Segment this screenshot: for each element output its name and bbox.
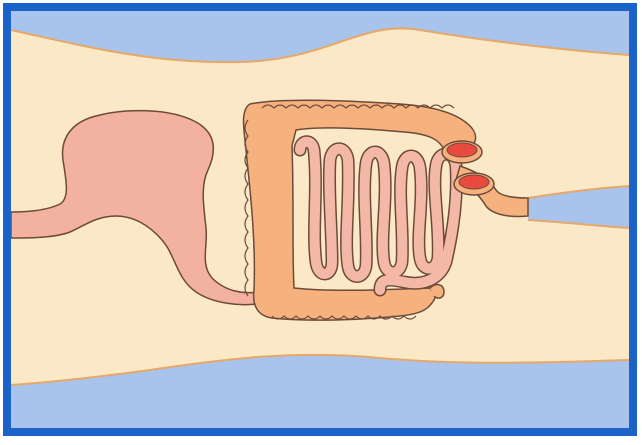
upper-stoma-lumen (447, 143, 477, 157)
lower-stoma-lumen (459, 175, 489, 189)
